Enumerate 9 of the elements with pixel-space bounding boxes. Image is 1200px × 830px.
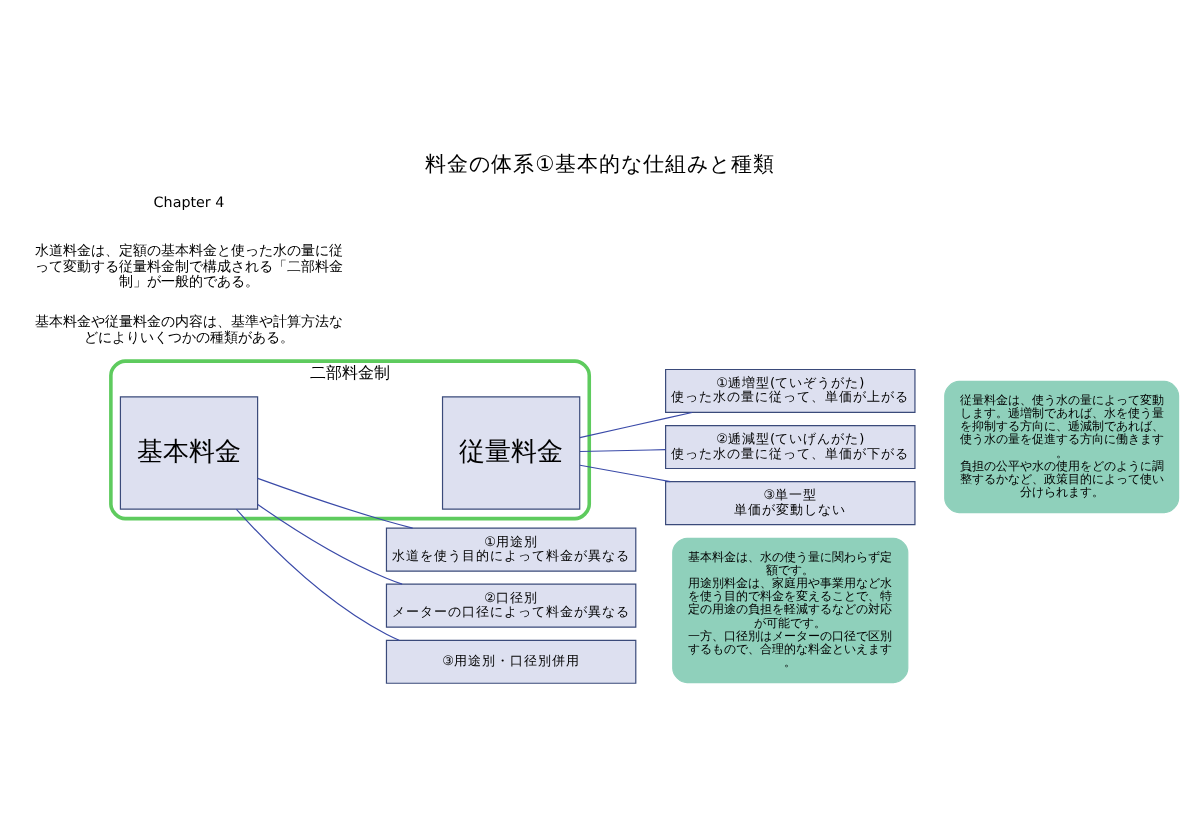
node-box: 基本料金 [119,395,259,509]
connector [235,507,400,640]
connector [579,410,693,438]
node-box: 従量料金 [441,395,581,509]
connector [257,502,403,584]
connector [257,476,414,528]
connector [579,463,671,482]
diagram-title: 料金の体系①基本的な仕組みと種類 [425,149,775,176]
connector [579,448,666,452]
